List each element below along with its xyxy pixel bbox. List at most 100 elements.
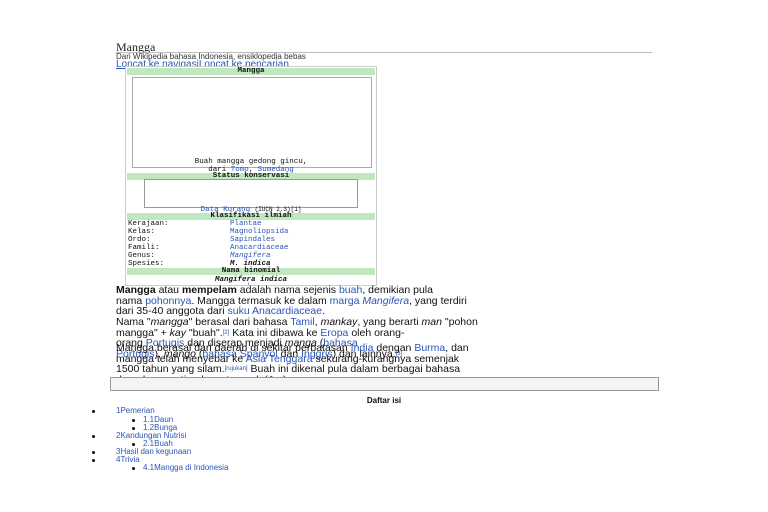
text: " berasal dari bahasa <box>188 316 291 328</box>
toc-item[interactable]: 4.1Mangga di Indonesia <box>143 463 228 472</box>
toc-item[interactable]: 1.2Bunga <box>143 423 177 432</box>
text: mango <box>163 347 196 360</box>
taxon-link[interactable]: Anacardiaceae <box>230 244 289 252</box>
text: Kata ini dibawa ke <box>229 326 321 339</box>
citation-2[interactable]: [2] <box>222 329 230 336</box>
link-burma[interactable]: Burma <box>414 342 446 354</box>
taxon-link[interactable]: Sapindales <box>230 236 276 244</box>
toc-label: Hasil dan kegunaan <box>120 447 192 456</box>
text: manga <box>284 337 317 349</box>
taxobox: Mangga Buah mangga gedong gincu, dari To… <box>125 66 377 286</box>
text: ( <box>195 347 203 360</box>
toc-label: Bunga <box>154 423 178 432</box>
toc-label: Buah <box>154 439 173 448</box>
bullet-icon <box>92 459 95 462</box>
link-portugis[interactable]: Portugis <box>145 337 185 349</box>
text: , dan <box>445 342 469 354</box>
link-asia-tenggara[interactable]: Asia Tenggara <box>245 352 313 365</box>
conservation-status-link[interactable]: Data Kurang <box>200 206 251 214</box>
taxon-rank: Kelas: <box>128 228 156 236</box>
text: dan <box>277 347 302 360</box>
text: dengan <box>373 342 415 354</box>
text: , <box>314 316 321 328</box>
article-paragraph-1: Mangga atau mempelam adalah nama sejenis… <box>116 285 656 317</box>
taxon-link[interactable]: Mangifera <box>230 252 271 260</box>
link-pohonnya[interactable]: pohonnya <box>145 294 192 307</box>
taxon-row-family: Famili:Anacardiaceae <box>128 244 374 252</box>
toc-item[interactable]: 3Hasil dan kegunaan <box>116 447 191 456</box>
toc-item[interactable]: 2.1Buah <box>143 439 173 448</box>
taxon-row-species: Spesies:M. indica <box>128 260 374 268</box>
toc-number: 2.1 <box>143 439 155 448</box>
toc-item[interactable]: 1Pemerian <box>116 406 155 415</box>
text: adalah nama sejenis <box>236 284 339 296</box>
toc-label: Pemerian <box>120 406 155 415</box>
caption-link-tomo[interactable]: Tomo <box>230 166 249 174</box>
link-tamil[interactable]: Tamil <box>290 316 315 328</box>
link-marga[interactable]: marga <box>329 294 360 307</box>
taxon-row-kingdom: Kerajaan:Plantae <box>128 220 374 228</box>
link-bahasa-spanyol[interactable]: bahasa Spanyol <box>202 347 278 360</box>
taxon-row-genus: Genus:Mangifera <box>128 252 374 260</box>
toc-container <box>110 377 659 391</box>
text: Buah ini dikenal pula dalam berbagai bah… <box>247 363 461 375</box>
text: mangga" + <box>116 326 170 339</box>
text: , yang terdiri <box>409 294 467 307</box>
conservation-ref[interactable]: (IUCN 2.3)[1] <box>254 206 302 213</box>
toc-number: 3 <box>116 447 121 456</box>
citation-3[interactable]: [3] <box>395 350 403 357</box>
table-of-contents: 1Pemerian 1.1Daun 1.2Bunga 2Kandungan Nu… <box>0 406 768 472</box>
citation-needed[interactable]: [rujukan] <box>224 366 248 372</box>
text: dan diserap menjadi <box>184 337 285 349</box>
bullet-icon <box>132 467 135 470</box>
text: atau <box>155 284 182 296</box>
taxon-row-order: Ordo:Sapindales <box>128 236 374 244</box>
image-caption-line2: dari Tomo, Sumedang <box>126 166 376 174</box>
text: mangga telah menyebar ke <box>116 352 246 365</box>
toc-number: 1.1 <box>143 415 155 424</box>
text: nama <box>116 294 146 307</box>
toc-title: Daftar isi <box>366 396 402 405</box>
text: orang <box>116 337 146 349</box>
infobox-header: Mangga <box>127 67 375 75</box>
text: ), <box>154 347 164 360</box>
toc-number: 4.1 <box>143 463 155 472</box>
caption-prefix: dari <box>208 166 231 174</box>
mango-image-placeholder[interactable] <box>132 77 372 168</box>
toc-item[interactable]: 1.1Daun <box>143 415 173 424</box>
link-india[interactable]: India <box>350 342 374 354</box>
link-bahasa-portugis[interactable]: Portugis <box>116 347 155 360</box>
skip-to-search-link[interactable]: Loncat ke pencarian <box>198 59 289 70</box>
binomial-name: Mangifera indica <box>214 276 287 284</box>
text: oleh orang- <box>348 326 405 339</box>
conservation-status: Data Kurang (IUCN 2.3)[1] <box>126 206 376 214</box>
text: "pohon <box>441 316 478 328</box>
image-caption-line1: Buah mangga gedong gincu, <box>194 158 308 166</box>
binomial-author[interactable]: L. <box>126 282 376 285</box>
link-mangifera[interactable]: Mangifera <box>362 294 410 307</box>
text: dari 35-40 anggota dari <box>116 305 228 317</box>
article-paragraph-2: Nama "mangga" berasal dari bahasa Tamil,… <box>116 317 656 359</box>
toc-label: Daun <box>154 415 174 424</box>
link-bahasa[interactable]: bahasa <box>323 337 358 349</box>
conservation-status-image <box>144 179 358 208</box>
link-eropa[interactable]: Eropa <box>320 326 349 339</box>
text: mankay <box>320 316 358 328</box>
title-divider <box>116 52 652 53</box>
link-inggris[interactable]: Inggris <box>301 347 333 360</box>
text: sekurang-kurangnya semenjak <box>312 352 460 365</box>
text: ) dan lainnya. <box>332 347 396 360</box>
caption-link-sumedang[interactable]: Sumedang <box>257 166 294 174</box>
taxon-link[interactable]: Magnoliopsida <box>230 228 289 236</box>
link-anacardiaceae[interactable]: suku Anacardiaceae <box>227 305 323 317</box>
toc-number: 4 <box>116 455 121 464</box>
toc-item[interactable]: 2Kandungan Nutrisi <box>116 431 186 440</box>
text: mangga <box>150 316 189 328</box>
bullet-icon <box>132 419 135 422</box>
caption-separator: , <box>248 166 258 174</box>
taxon-link[interactable]: Plantae <box>230 220 262 228</box>
toc-item[interactable]: 4Trivia <box>116 455 140 464</box>
link-buah[interactable]: buah <box>338 284 363 296</box>
toc-number: 2 <box>116 431 121 440</box>
skip-to-navigation-link[interactable]: Loncat ke navigasi <box>116 59 199 70</box>
